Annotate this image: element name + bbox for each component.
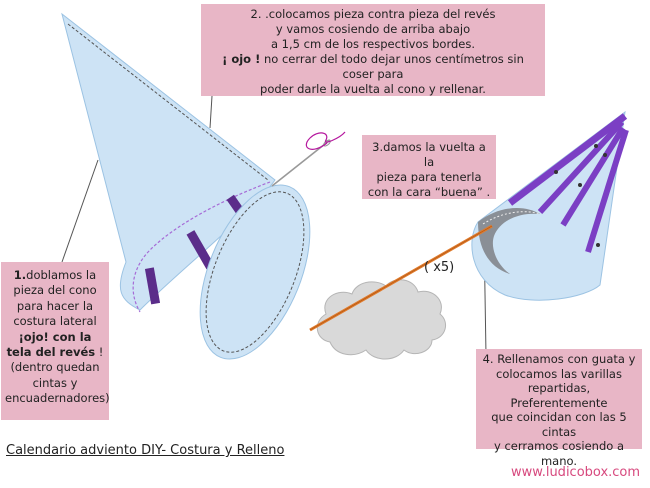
ribbon-3	[144, 267, 161, 305]
ribbon-c	[560, 126, 626, 227]
ribbon-2	[186, 230, 215, 270]
needle	[271, 131, 346, 187]
note-step-2-line-5: poder darle la vuelta al cono y rellenar…	[260, 82, 486, 96]
fastener-3	[578, 183, 582, 187]
note-step-3-line-2: pieza para tenerla	[376, 170, 482, 184]
side-seam-stitch	[67, 23, 269, 181]
note-step-4-line-5: y cerramos cosiendo a	[494, 439, 624, 453]
ribbon-b	[537, 119, 625, 215]
edge-stitch	[482, 211, 541, 225]
pointer-step1	[61, 159, 99, 263]
website-link[interactable]: www.ludicobox.com	[511, 465, 641, 480]
fastener-4	[603, 153, 607, 157]
note-step-1-number: 1.	[13, 268, 27, 282]
note-step-4-line-2: colocamos las varillas	[496, 366, 622, 381]
note-step-4-line-1: 4. Rellenamos con guata y	[482, 352, 636, 366]
note-step-2-warning: ¡ ojo !	[222, 52, 261, 66]
caption: Calendario adviento DIY- Costura y Relle…	[6, 443, 285, 458]
stick-count-label: ( x5)	[424, 260, 455, 275]
fastener-2	[594, 144, 598, 148]
fastener-1	[554, 170, 558, 174]
pointer-step2	[209, 95, 213, 129]
thread	[305, 131, 346, 150]
note-step-3: 3.damos la vuelta a la pieza para tenerl…	[362, 135, 496, 199]
note-step-4-line-3: repartidas, Preferentemente	[510, 381, 608, 410]
note-step-2-line-4: ¡ ojo ! no cerrar del todo dejar unos ce…	[207, 52, 539, 82]
filling-shadow	[478, 208, 540, 274]
note-step-4-line-6: mano.	[540, 453, 578, 468]
note-step-2-line-2: y vamos cosiendo de arriba abajo	[275, 22, 471, 36]
note-step-1: 1.doblamos la pieza del cono para hacer …	[1, 262, 110, 420]
left-cone	[61, 12, 311, 360]
note-step-2: 2. .colocamos pieza contra pieza del rev…	[201, 4, 545, 96]
base-circle	[199, 184, 311, 360]
stuffing-cloud	[316, 279, 447, 360]
wooden-stick-edge	[309, 225, 493, 331]
note-step-1-warning: ¡ojo! con la tela del revés	[6, 329, 96, 360]
note-step-4: 4. Rellenamos con guata y colocamos las …	[476, 349, 642, 468]
note-step-1-text-2: ! (dentro quedan cintas y encuadernadore…	[5, 345, 110, 406]
ribbon-a	[507, 113, 628, 206]
note-step-3-line-1: 3.damos la vuelta a la	[372, 140, 486, 169]
note-step-1-text-1: doblamos la pieza del cono para hacer la…	[13, 268, 97, 329]
fastener-5	[596, 243, 600, 247]
note-step-2-line-1: 2. .colocamos pieza contra pieza del rev…	[250, 7, 496, 21]
note-step-2-line-4-rest: no cerrar del todo dejar unos centímetro…	[260, 52, 524, 81]
right-cone	[471, 110, 629, 301]
ribbon-d	[585, 129, 629, 253]
note-step-2-line-3: a 1,5 cm de los respectivos bordes.	[270, 37, 476, 51]
note-step-3-line-3: con la cara “buena” .	[367, 185, 491, 199]
base-circle-stitch	[205, 191, 305, 353]
note-step-4-line-4: que coincidan con las 5 cintas	[491, 410, 627, 439]
